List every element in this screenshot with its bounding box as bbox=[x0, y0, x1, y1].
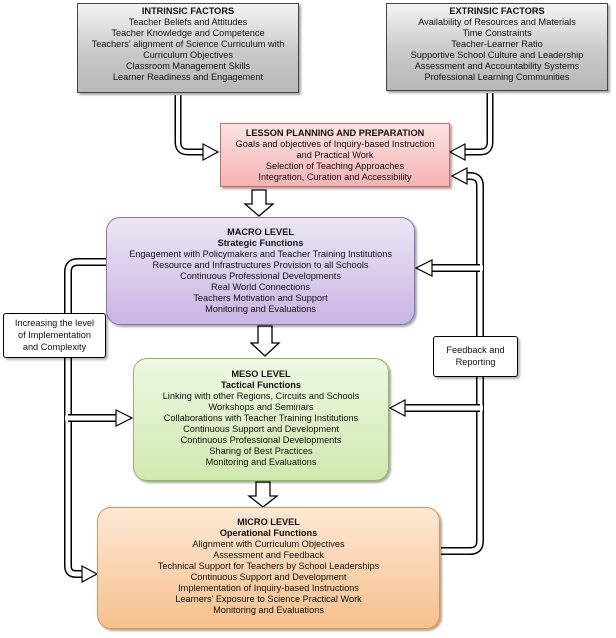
micro-level-box: MICRO LEVEL Operational Functions Alignm… bbox=[97, 507, 440, 629]
lesson-item: Integration, Curation and Accessibility bbox=[258, 172, 412, 182]
left-escalation-arrow bbox=[64, 258, 134, 583]
macro-to-meso-arrow bbox=[249, 325, 281, 357]
meso-item: Sharing of Best Practices bbox=[209, 446, 313, 456]
lesson-item: Goals and objectives of Inquiry-based In… bbox=[235, 139, 435, 149]
lesson-planning-box: LESSON PLANNING AND PREPARATION Goals an… bbox=[220, 123, 450, 187]
meso-subtitle: Tactical Functions bbox=[221, 380, 301, 390]
intrinsic-item: Teacher Beliefs and Attitudes bbox=[128, 17, 248, 27]
lesson-item: Selection of Teaching Approaches bbox=[265, 161, 405, 171]
meso-item: Workshops and Seminars bbox=[208, 402, 314, 412]
meso-item: Continuous Support and Development bbox=[183, 424, 339, 434]
extrinsic-item: Availability of Resources and Materials bbox=[418, 17, 576, 27]
extrinsic-item: Professional Learning Communities bbox=[424, 72, 570, 82]
micro-item: Technical Support for Teachers by School… bbox=[157, 561, 380, 571]
micro-item: Learners' Exposure to Science Practical … bbox=[175, 594, 362, 604]
meso-item: Linking with other Regions, Circuits and… bbox=[162, 391, 360, 401]
extrinsic-factors-box: EXTRINSIC FACTORS Availability of Resour… bbox=[386, 3, 608, 91]
extrinsic-title: EXTRINSIC FACTORS bbox=[449, 6, 545, 16]
micro-item: Implementation of Inquiry-based Instruct… bbox=[178, 583, 359, 593]
micro-item: Assessment and Feedback bbox=[213, 550, 324, 560]
extrinsic-item: Supportive School Culture and Leadership bbox=[410, 50, 584, 60]
meso-title: MESO LEVEL bbox=[231, 369, 291, 379]
macro-item: Teachers Motivation and Support bbox=[193, 293, 328, 303]
lesson-title: LESSON PLANNING AND PREPARATION bbox=[245, 128, 425, 138]
intrinsic-item: Teachers' alignment of Science Curriculu… bbox=[91, 39, 285, 49]
macro-subtitle: Strategic Functions bbox=[217, 238, 304, 248]
right-note-line: Feedback and bbox=[446, 345, 505, 355]
macro-item: Monitoring and Evaluations bbox=[205, 304, 316, 314]
macro-title: MACRO LEVEL bbox=[227, 227, 294, 237]
macro-item: Resource and Infrastructures Provision t… bbox=[152, 260, 369, 270]
macro-item: Engagement with Policymakers and Teacher… bbox=[129, 249, 392, 259]
micro-item: Monitoring and Evaluations bbox=[213, 605, 324, 615]
intrinsic-title: INTRINSIC FACTORS bbox=[141, 6, 235, 16]
intrinsic-item: Classroom Management Skills bbox=[125, 61, 251, 71]
meso-to-micro-arrow bbox=[247, 481, 279, 508]
implementation-complexity-note: Increasing the level of Implementation a… bbox=[3, 313, 106, 358]
left-note-line: of Implementation bbox=[17, 330, 92, 340]
extrinsic-item: Teacher-Learner Ratio bbox=[451, 39, 543, 49]
left-note-line: and Complexity bbox=[22, 342, 87, 352]
right-note-line: Reporting bbox=[455, 357, 496, 367]
macro-item: Real World Connections bbox=[211, 282, 310, 292]
intrinsic-factors-box: INTRINSIC FACTORS Teacher Beliefs and At… bbox=[77, 3, 299, 93]
meso-item: Monitoring and Evaluations bbox=[205, 457, 317, 467]
lesson-item: and Practical Work bbox=[296, 150, 374, 160]
meso-level-box: MESO LEVEL Tactical Functions Linking wi… bbox=[133, 358, 389, 481]
micro-title: MICRO LEVEL bbox=[237, 517, 300, 527]
left-note-line: Increasing the level bbox=[14, 318, 95, 328]
intrinsic-item: Teacher Knowledge and Competence bbox=[111, 28, 265, 38]
macro-level-box: MACRO LEVEL Strategic Functions Engageme… bbox=[106, 217, 415, 325]
micro-item: Continuous Support and Development bbox=[190, 572, 347, 582]
extrinsic-item: Time Constraints bbox=[462, 28, 532, 38]
micro-subtitle: Operational Functions bbox=[219, 528, 318, 538]
intrinsic-to-lesson-arrow bbox=[174, 95, 220, 161]
intrinsic-item: Curriculum Objectives bbox=[143, 50, 233, 60]
extrinsic-item: Assessment and Accountability Systems bbox=[414, 61, 580, 71]
extrinsic-to-lesson-arrow bbox=[448, 93, 494, 161]
intrinsic-item: Learner Readiness and Engagement bbox=[112, 72, 264, 82]
micro-item: Alignment with Curriculum Objectives bbox=[192, 539, 345, 549]
macro-item: Continuous Professional Developments bbox=[180, 271, 341, 281]
meso-item: Collaborations with Teacher Training Ins… bbox=[163, 413, 359, 423]
lesson-to-macro-arrow bbox=[243, 189, 275, 217]
meso-item: Continuous Professional Developments bbox=[180, 435, 342, 445]
feedback-reporting-note: Feedback and Reporting bbox=[433, 336, 518, 377]
